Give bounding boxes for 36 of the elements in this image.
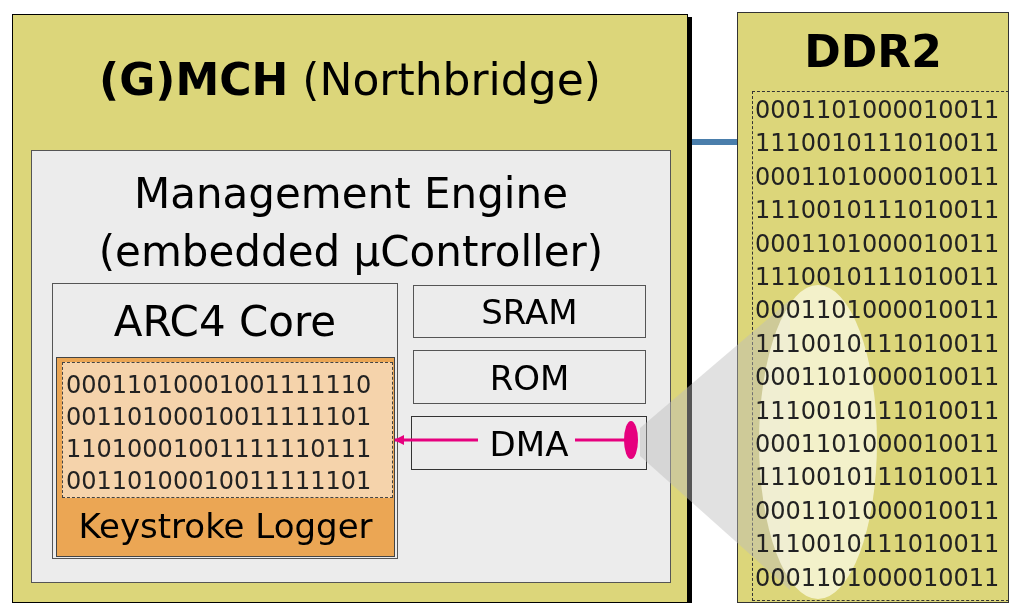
arrow [394, 435, 478, 445]
bus-line [692, 139, 737, 145]
heading-text: ROM [488, 358, 571, 398]
binary-data-text: 1110010111010011 [755, 262, 1000, 294]
binary-data-text: 0001101000010011 [755, 95, 1000, 126]
core-box [52, 283, 398, 559]
binary-data-text: 1110010111010011 [755, 195, 1000, 227]
heading-text: Management Engine (embedded µController) [97, 168, 605, 278]
binary-data-text: 1110010111010011 [755, 462, 1000, 494]
binary-data-text: 0001101000010011 [755, 362, 1000, 394]
memory-box [413, 285, 646, 338]
binary-data-text: 0001101000010011 [755, 495, 1000, 527]
binary-data-text: 11010001001111110111 [66, 434, 372, 465]
binary-data-text: 0001101000010011 [755, 161, 1000, 193]
binary-data-text: 0001101000010011 [755, 429, 1000, 461]
binary-data-text: 00110100010011111101 [66, 402, 372, 433]
controller-box [411, 416, 647, 470]
binary-data-text: 1110010111010011 [755, 529, 1000, 561]
binary-data-text: 00011010001001111110 [66, 370, 372, 401]
buffer-box [62, 362, 393, 498]
binary-data-text: 1110010111010011 [755, 128, 1000, 160]
heading-text: DMA [488, 424, 570, 464]
binary-data-text: 1110010111010011 [755, 395, 1000, 427]
binary-data-text: 0001101000010011 [755, 295, 1000, 327]
heading-text: DDR2 [803, 25, 943, 79]
engine-box [31, 150, 671, 583]
binary-data-text: 00110100010011111101 [66, 466, 372, 497]
heading-text: (G)MCH (Northbridge) [98, 53, 602, 107]
binary-data-text: 0001101000010011 [755, 228, 1000, 260]
binary-data-text: 1110010111010011 [755, 328, 1000, 360]
binary-data-text: 0001101000010011 [755, 562, 1000, 594]
heading-text: Keystroke Logger [77, 505, 374, 548]
heading-text: SRAM [480, 292, 579, 332]
heading-text: ARC4 Core [112, 296, 338, 348]
memory-box [413, 350, 646, 404]
logger-box [56, 357, 395, 557]
